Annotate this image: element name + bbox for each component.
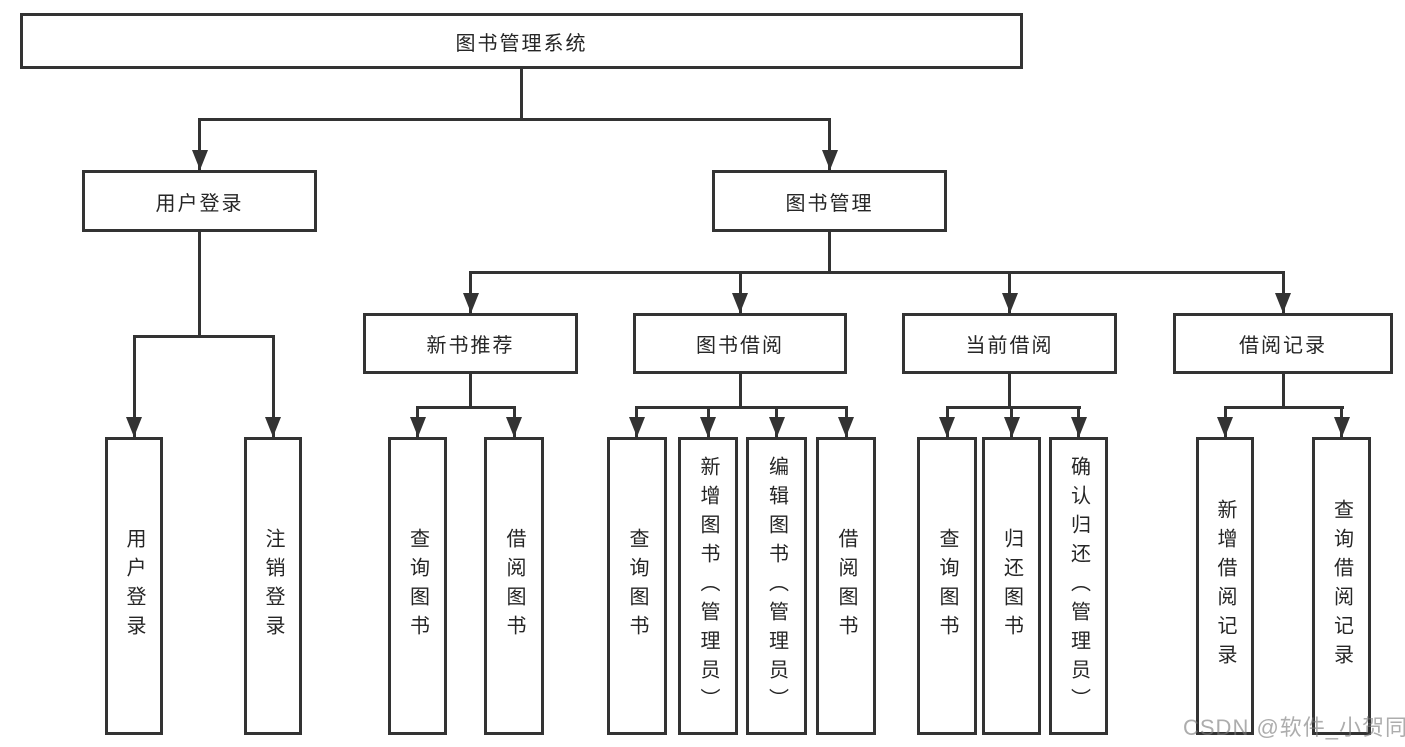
- connector-line: [271, 335, 275, 437]
- node-current-borrow-label: 当前借阅: [965, 335, 1054, 357]
- leaf-label: 查询借阅记录: [1330, 499, 1353, 673]
- arrowhead-down-icon: [265, 417, 281, 437]
- node-borrow-record: 借阅记录: [1173, 313, 1393, 374]
- leaf-query-book-3: 查询图书: [917, 437, 977, 735]
- arrowhead-down-icon: [506, 417, 522, 437]
- connector-line: [738, 374, 742, 409]
- connector-line: [1281, 271, 1285, 313]
- arrowhead-down-icon: [409, 417, 426, 437]
- connector-line: [469, 271, 472, 313]
- arrowhead-down-icon: [1333, 417, 1350, 437]
- leaf-confirm-return-admin: 确认归还（管理员）: [1049, 437, 1108, 735]
- leaf-label: 借阅图书: [835, 528, 857, 644]
- arrowhead-down-icon: [1217, 417, 1233, 437]
- arrowhead-down-icon: [939, 417, 955, 437]
- leaf-label: 用户登录: [123, 528, 145, 644]
- leaf-label: 新增借阅记录: [1214, 499, 1236, 673]
- leaf-edit-book-admin: 编辑图书（管理员）: [746, 437, 807, 735]
- node-borrow-record-label: 借阅记录: [1239, 335, 1327, 357]
- leaf-label: 确认归还（管理员）: [1067, 455, 1090, 717]
- connector-line: [468, 271, 1285, 274]
- leaf-label: 借阅图书: [503, 528, 525, 644]
- leaf-add-borrow-record: 新增借阅记录: [1196, 437, 1254, 735]
- connector-line: [738, 271, 742, 313]
- leaf-label: 归还图书: [1000, 528, 1023, 644]
- node-new-book-label: 新书推荐: [426, 335, 515, 357]
- arrowhead-down-icon: [1003, 417, 1020, 437]
- connector-line: [1223, 406, 1344, 409]
- connector-line: [828, 232, 831, 274]
- arrowhead-down-icon: [1070, 417, 1087, 437]
- node-book-mgmt-label: 图书管理: [785, 192, 874, 215]
- connector-line: [635, 406, 848, 409]
- leaf-label: 查询图书: [626, 528, 648, 644]
- arrowhead-down-icon: [732, 293, 748, 313]
- node-user-login: 用户登录: [82, 170, 317, 232]
- connector-line: [132, 335, 136, 437]
- arrowhead-down-icon: [462, 293, 479, 313]
- connector-line: [198, 118, 201, 170]
- leaf-logout: 注销登录: [244, 437, 302, 735]
- node-book-borrow-label: 图书借阅: [696, 335, 784, 357]
- leaf-add-book-admin: 新增图书（管理员）: [678, 437, 738, 735]
- leaf-query-book-1: 查询图书: [388, 437, 447, 735]
- node-book-mgmt: 图书管理: [712, 170, 947, 232]
- connector-line: [198, 118, 831, 121]
- arrowhead-down-icon: [838, 417, 854, 437]
- connector-line: [1008, 374, 1011, 409]
- connector-line: [198, 232, 201, 338]
- watermark: CSDN @软件_小贺同学: [1183, 715, 1405, 740]
- arrowhead-down-icon: [191, 150, 208, 170]
- node-root-label: 图书管理系统: [455, 32, 588, 55]
- arrowhead-down-icon: [821, 150, 838, 170]
- arrowhead-down-icon: [1001, 293, 1018, 313]
- connector-line: [945, 406, 1081, 409]
- arrowhead-down-icon: [1275, 293, 1291, 313]
- connector-line: [469, 374, 472, 409]
- arrowhead-down-icon: [700, 417, 716, 437]
- leaf-user-login: 用户登录: [105, 437, 163, 735]
- node-book-borrow: 图书借阅: [633, 313, 847, 374]
- connector-line: [520, 69, 523, 118]
- leaf-label: 编辑图书（管理员）: [765, 455, 788, 717]
- leaf-label: 新增图书（管理员）: [697, 455, 719, 717]
- leaf-borrow-book-2: 借阅图书: [816, 437, 876, 735]
- node-root: 图书管理系统: [20, 13, 1023, 69]
- arrowhead-down-icon: [628, 417, 645, 437]
- node-user-login-label: 用户登录: [155, 192, 244, 215]
- connector-line: [1281, 374, 1285, 409]
- leaf-label: 注销登录: [262, 528, 284, 644]
- connector-line: [1008, 271, 1011, 313]
- leaf-label: 查询图书: [936, 528, 958, 644]
- node-new-book: 新书推荐: [363, 313, 578, 374]
- leaf-query-borrow-record: 查询借阅记录: [1312, 437, 1371, 735]
- leaf-label: 查询图书: [406, 528, 429, 644]
- leaf-borrow-book-1: 借阅图书: [484, 437, 544, 735]
- connector-line: [132, 335, 275, 338]
- leaf-return-book: 归还图书: [982, 437, 1041, 735]
- arrowhead-down-icon: [126, 417, 142, 437]
- connector-line: [416, 406, 516, 409]
- leaf-query-book-2: 查询图书: [607, 437, 667, 735]
- connector-line: [828, 118, 831, 170]
- node-current-borrow: 当前借阅: [902, 313, 1117, 374]
- arrowhead-down-icon: [768, 417, 785, 437]
